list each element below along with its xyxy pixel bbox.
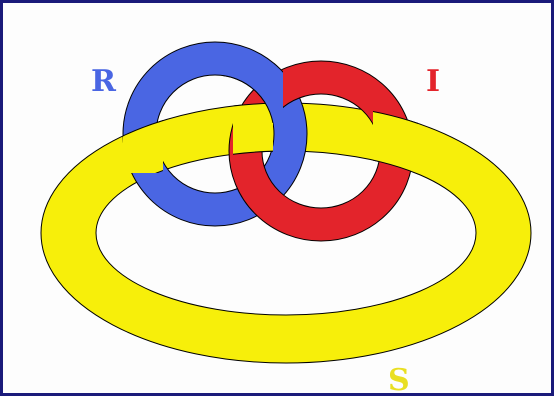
label-r: R	[91, 64, 117, 99]
label-i: I	[426, 64, 440, 99]
borromean-rings-diagram: R I S	[3, 3, 554, 399]
label-s: S	[388, 363, 410, 398]
